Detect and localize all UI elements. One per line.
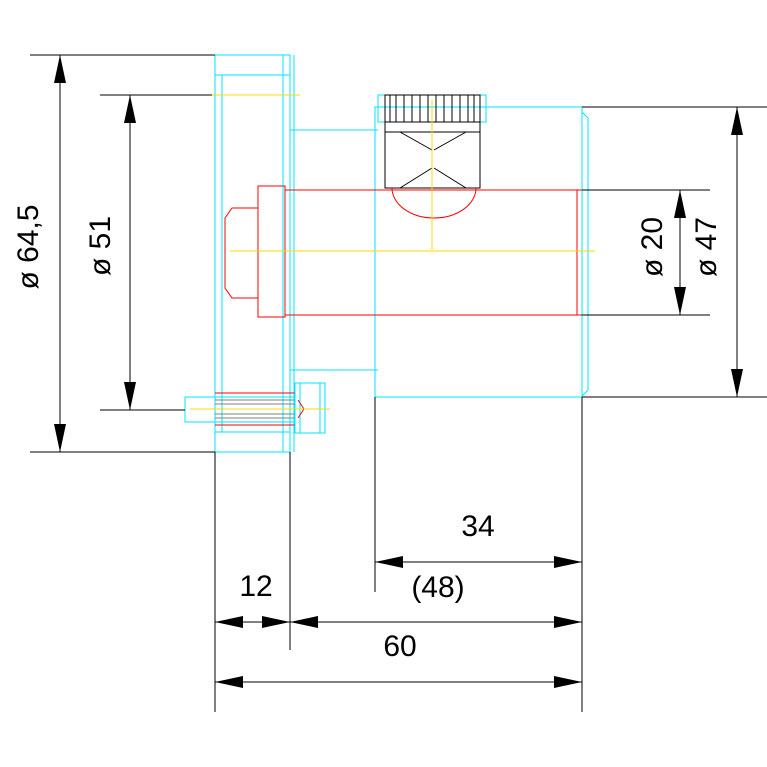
mounting-bolt [184, 382, 326, 434]
label-reference-length: (48) [411, 571, 464, 604]
main-body [374, 106, 589, 398]
set-screw [377, 94, 487, 219]
label-body-diameter: ø 47 [690, 217, 723, 277]
dimension-labels: ø 64,5 ø 51 ø 20 ø 47 34 (48) 12 60 [12, 204, 723, 663]
arrowheads [54, 55, 743, 688]
label-overall-length: 60 [383, 630, 416, 663]
neck [290, 129, 378, 371]
dimension-lines [59, 55, 738, 683]
centerlines [190, 94, 595, 410]
bore [224, 185, 582, 318]
label-body-length: 34 [461, 510, 494, 543]
label-bore-diameter: ø 20 [636, 217, 669, 277]
extension-lines [30, 54, 767, 712]
flange [214, 54, 295, 453]
label-outer-flange-diameter: ø 64,5 [12, 204, 45, 289]
label-bolt-circle-diameter: ø 51 [84, 216, 117, 276]
label-flange-thickness: 12 [239, 570, 272, 603]
